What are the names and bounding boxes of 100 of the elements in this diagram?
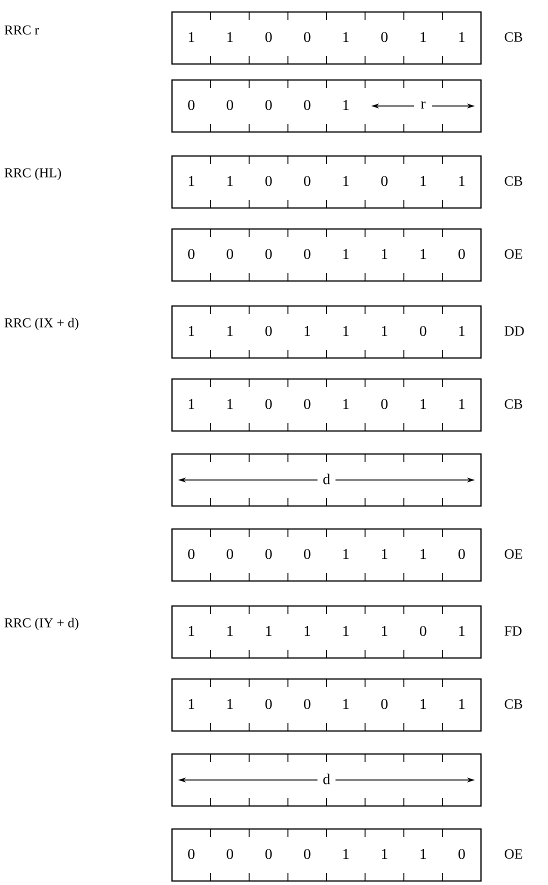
bit-value: 0 bbox=[188, 100, 194, 110]
bit-value: 1 bbox=[459, 699, 465, 709]
bit-value: 0 bbox=[188, 848, 194, 860]
bit-value: 0 bbox=[304, 398, 310, 410]
hex-code: OE bbox=[504, 549, 522, 559]
bit-value: 1 bbox=[188, 699, 194, 709]
bit-value: 1 bbox=[188, 399, 194, 409]
bit-value: 0 bbox=[265, 698, 272, 710]
hex-code: CB bbox=[504, 399, 522, 409]
bit-value: 0 bbox=[265, 326, 272, 336]
bit-value: 0 bbox=[458, 848, 465, 860]
bit-value: 1 bbox=[420, 549, 426, 559]
bit-value: 1 bbox=[382, 326, 388, 336]
bit-value: 0 bbox=[420, 626, 426, 636]
bit-value: 0 bbox=[381, 176, 388, 186]
bit-value: 1 bbox=[459, 32, 465, 42]
bit-field-box bbox=[171, 753, 482, 807]
bit-value: 1 bbox=[459, 176, 465, 186]
bit-value: 1 bbox=[382, 849, 388, 859]
bit-value: 0 bbox=[226, 248, 234, 260]
bit-value: 1 bbox=[227, 626, 233, 636]
bit-value: 1 bbox=[343, 849, 349, 859]
bit-field-box bbox=[171, 11, 482, 65]
instruction-label: RRC r bbox=[4, 25, 39, 35]
bit-value: 1 bbox=[459, 326, 465, 336]
bit-value: 1 bbox=[188, 32, 194, 42]
bit-value: 1 bbox=[304, 626, 310, 636]
bit-value: 1 bbox=[420, 399, 426, 409]
bit-value: 1 bbox=[188, 626, 194, 636]
bit-value: 0 bbox=[458, 548, 465, 560]
hex-code: CB bbox=[504, 176, 522, 186]
bit-value: 0 bbox=[188, 248, 194, 260]
bit-value: 1 bbox=[304, 326, 310, 336]
bit-value: 1 bbox=[343, 32, 349, 42]
bit-value: 1 bbox=[188, 176, 194, 186]
bit-value: 0 bbox=[226, 100, 234, 110]
bit-value: 1 bbox=[382, 249, 388, 259]
bit-field-box bbox=[171, 678, 482, 732]
bit-field-box bbox=[171, 305, 482, 359]
bit-value: 0 bbox=[265, 100, 272, 110]
bit-value: 1 bbox=[343, 100, 349, 110]
bit-value: 1 bbox=[420, 699, 426, 709]
field-name: d bbox=[323, 474, 330, 484]
bit-value: 0 bbox=[265, 398, 272, 410]
bit-value: 1 bbox=[343, 626, 349, 636]
bit-value: 1 bbox=[382, 549, 388, 559]
bit-value: 1 bbox=[420, 849, 426, 859]
bit-value: 0 bbox=[304, 848, 310, 860]
bit-value: 0 bbox=[458, 248, 465, 260]
bit-field-box bbox=[171, 453, 482, 507]
bit-value: 1 bbox=[343, 326, 349, 336]
bit-value: 1 bbox=[343, 549, 349, 559]
bit-value: 1 bbox=[459, 399, 465, 409]
bit-value: 0 bbox=[226, 548, 234, 560]
bit-value: 1 bbox=[420, 176, 426, 186]
bit-value: 0 bbox=[381, 398, 388, 410]
bit-value: 1 bbox=[459, 626, 465, 636]
bit-value: 0 bbox=[265, 548, 272, 560]
instruction-label: RRC (HL) bbox=[4, 168, 61, 180]
bit-field-box bbox=[171, 828, 482, 882]
bit-value: 0 bbox=[304, 100, 310, 110]
hex-code: FD bbox=[504, 626, 522, 636]
bit-value: 0 bbox=[265, 248, 272, 260]
instruction-label: RRC (IY + d) bbox=[4, 618, 78, 630]
bit-value: 0 bbox=[265, 176, 272, 186]
bit-value: 1 bbox=[343, 399, 349, 409]
bit-value: 1 bbox=[188, 326, 194, 336]
bit-value: 0 bbox=[304, 698, 310, 710]
bit-value: 1 bbox=[227, 399, 233, 409]
hex-code: DD bbox=[504, 326, 524, 336]
bit-field-box bbox=[171, 605, 482, 659]
bit-field-box bbox=[171, 155, 482, 209]
bit-value: 1 bbox=[266, 626, 272, 636]
bit-value: 0 bbox=[265, 32, 272, 42]
bit-value: 1 bbox=[227, 176, 233, 186]
bit-field-box bbox=[171, 528, 482, 582]
field-name: r bbox=[420, 101, 426, 109]
bit-field-box bbox=[171, 79, 482, 133]
bit-value: 1 bbox=[343, 249, 349, 259]
bit-value: 1 bbox=[227, 32, 233, 42]
bit-value: 1 bbox=[227, 699, 233, 709]
hex-code: CB bbox=[504, 699, 522, 709]
bit-value: 0 bbox=[304, 548, 310, 560]
bit-value: 0 bbox=[420, 326, 426, 336]
hex-code: CB bbox=[504, 32, 522, 42]
instruction-label: RRC (IX + d) bbox=[4, 318, 78, 330]
bit-value: 0 bbox=[304, 248, 310, 260]
bit-field-box bbox=[171, 228, 482, 282]
bit-value: 0 bbox=[188, 548, 194, 560]
bit-value: 0 bbox=[226, 848, 234, 860]
bit-value: 1 bbox=[343, 176, 349, 186]
bit-value: 1 bbox=[343, 699, 349, 709]
bit-value: 1 bbox=[420, 249, 426, 259]
hex-code: OE bbox=[504, 849, 522, 859]
field-name: d bbox=[323, 774, 330, 784]
bit-value: 1 bbox=[382, 626, 388, 636]
bit-value: 0 bbox=[381, 698, 388, 710]
bit-field-box bbox=[171, 378, 482, 432]
bit-value: 0 bbox=[304, 176, 310, 186]
bit-value: 1 bbox=[227, 326, 233, 336]
